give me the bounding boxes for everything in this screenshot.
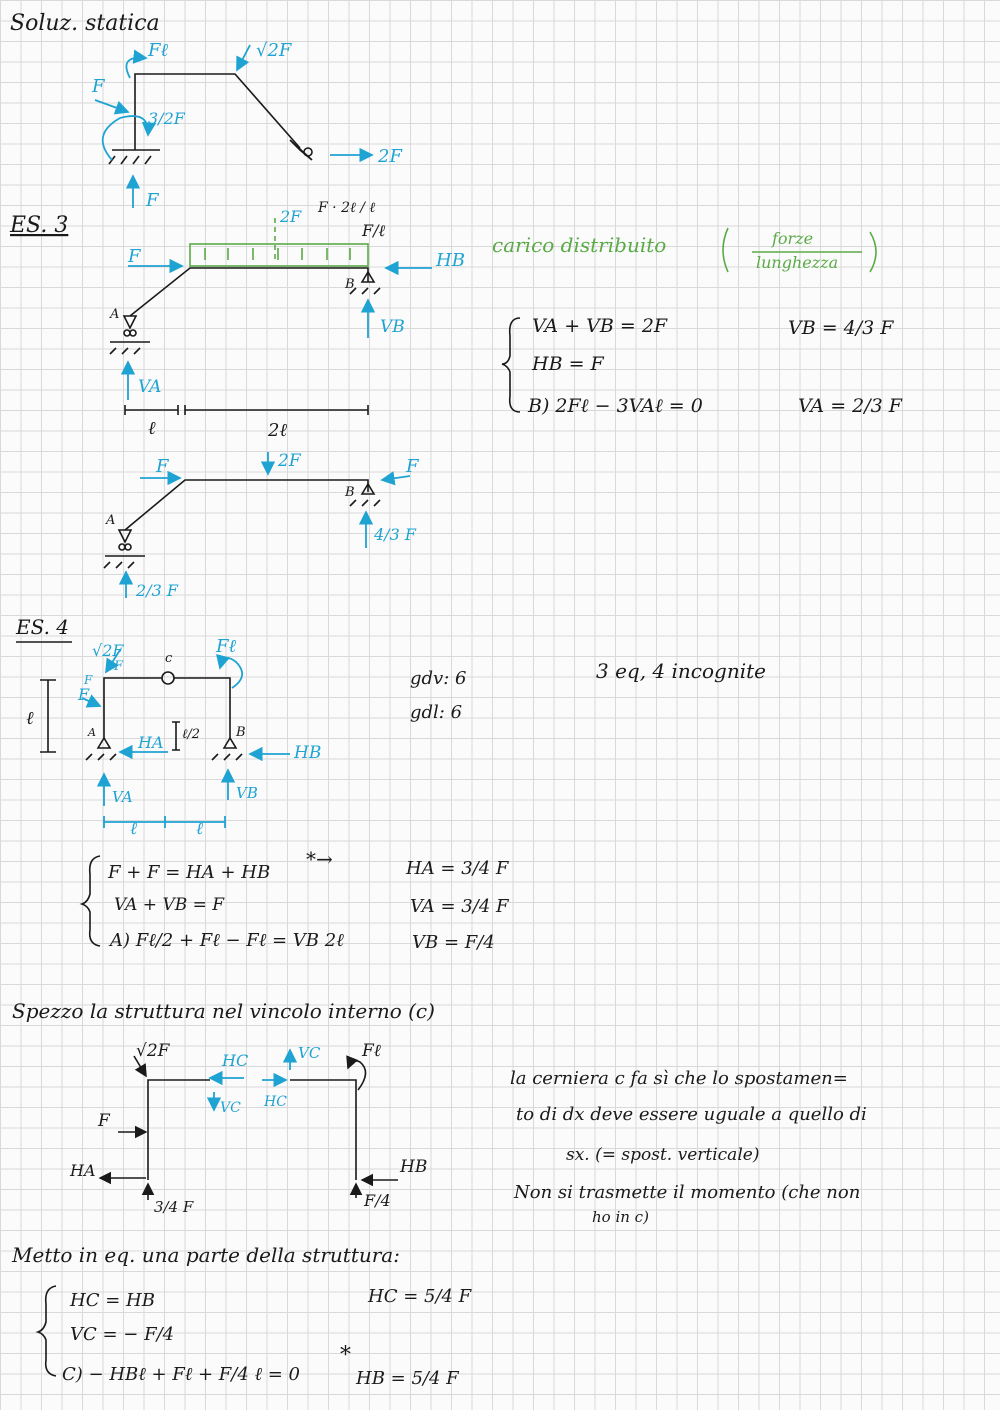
es4-frame-diagram [40,649,290,828]
split-heading: Spezzo la struttura nel vincolo interno … [12,999,435,1023]
es4-eq-2: VA + VB = F [114,895,225,915]
es4-label-f1: F [113,659,124,674]
es3-result-vb: VB = 4/3 F [788,317,894,339]
split-note-line-4: Non si trasmette il momento (che non [513,1182,860,1203]
es4-system-brace [79,855,101,947]
es4-label-va: VA [112,788,133,806]
es3-fig2-node-a: A [105,513,115,528]
label-vb: VB [380,317,405,337]
es3-fig2-vb-value: 4/3 F [373,525,417,544]
es3-fig2-f-right: F [405,456,420,477]
label-hb: HB [435,250,465,271]
green-note: carico distribuito [492,233,666,257]
split-result-hc: HC = 5/4 F [367,1286,473,1307]
es3-system-brace [501,317,521,413]
es4-heading: ES. 4 [15,615,69,639]
es4-gdl: gdl: 6 [410,702,462,723]
es4-node-a: A [87,726,96,739]
es4-label-sqrt2f: √2F [92,641,124,660]
es3-fig2-node-b: B [344,485,355,500]
es3-eq-3: B) 2Fℓ − 3VAℓ = 0 [527,395,703,417]
es3-result-va: VA = 2/3 F [798,395,903,417]
split-note-line-5: ho in c) [592,1208,649,1226]
split-note-line-2: to di dx deve essere uguale a quello di [516,1104,867,1125]
split-diagram [98,1048,398,1200]
split-label-vc-bot: VC [220,1100,241,1116]
split-system-brace [35,1285,57,1377]
split-label-f-quarter: F/4 [363,1191,391,1210]
split-label-f: F [97,1111,111,1131]
es4-result-ha: HA = 3/4 F [405,858,510,879]
es4-eq-3: A) Fℓ/2 + Fℓ − Fℓ = VB 2ℓ [108,930,344,951]
label-sqrt2f: √2F [256,40,293,61]
es4-label-half-l: ℓ/2 [182,727,200,742]
es3-fig2-f-left: F [155,456,170,477]
es4-gdv: gdv: 6 [410,668,466,689]
es3-diagram-1 [109,218,432,415]
label-f-over-l: F/ℓ [361,221,385,240]
es4-label-f3: F [77,685,90,704]
node-a: A [109,307,119,322]
split-label-hc-bot: HC [263,1094,287,1110]
es4-label-f2: F [83,673,93,687]
split-label-ha: HA [69,1161,96,1180]
split-note-line-3: sx. (= spost. verticale) [566,1145,759,1165]
es4-result-vb: VB = F/4 [412,932,495,953]
label-f-left: F [127,246,142,267]
split-label-hc-top: HC [221,1051,248,1070]
label-two-f: 2F [377,146,403,167]
dim-2l: 2ℓ [267,420,287,441]
es3-diagram-2 [103,452,411,598]
split-label-hb: HB [399,1157,427,1177]
dim-l: ℓ [148,418,156,439]
label-va: VA [138,377,161,397]
es4-label-ha: HA [137,733,164,752]
static-solution-diagram [94,44,374,208]
label-three-half-f: 3/2F [148,109,186,128]
green-bracket [722,227,877,273]
label-f-left: F [91,76,106,97]
split-star: * [340,1343,351,1368]
es4-node-b: B [235,725,246,740]
es3-fig2-va-value: 2/3 F [135,581,179,600]
label-fl: Fℓ [147,40,168,61]
node-b: B [344,277,355,292]
split-eq-1: HC = HB [69,1290,155,1311]
es3-eq-2: HB = F [531,353,605,375]
split-label-sqrt2f: √2F [136,1041,171,1061]
split-result-hb: HB = 5/4 F [355,1368,460,1389]
es4-result-va: VA = 3/4 F [410,896,510,917]
es4-star: *→ [306,847,333,871]
es4-dim-l1: ℓ [130,819,137,839]
split-eq-3: C) − HBℓ + Fℓ + F/4 ℓ = 0 [62,1364,300,1385]
split-subheading: Metto in eq. una parte della struttura: [11,1243,400,1267]
es4-eq-count: 3 eq, 4 incognite [596,659,766,683]
es3-eq-1: VA + VB = 2F [532,315,668,337]
split-eq-2: VC = − F/4 [70,1324,174,1345]
es4-dim-l-left: ℓ [26,708,34,729]
label-load-fraction: F · 2ℓ / ℓ [317,200,375,216]
es4-eq-1: F + F = HA + HB [107,862,270,883]
green-fraction-top: forze [771,229,813,248]
split-label-three-quarter-f: 3/4 F [154,1198,194,1216]
green-fraction-bottom: lunghezza [756,253,838,272]
es3-heading: ES. 3 [9,213,68,238]
split-note-line-1: la cerniera c fa sì che lo spostamen= [510,1068,848,1089]
es4-label-vb: VB [236,784,258,802]
es4-label-c: c [165,651,173,666]
label-load-resultant: 2F [279,207,302,226]
section-heading: Soluz. statica [10,11,160,36]
label-f-up: F [145,190,160,211]
es4-label-hb: HB [293,743,321,763]
split-label-fl: Fℓ [361,1041,381,1061]
es4-label-fl: Fℓ [215,636,236,657]
es3-fig2-two-f: 2F [277,451,302,471]
es4-dim-l2: ℓ [196,819,203,839]
split-label-vc-top: VC [298,1044,321,1062]
